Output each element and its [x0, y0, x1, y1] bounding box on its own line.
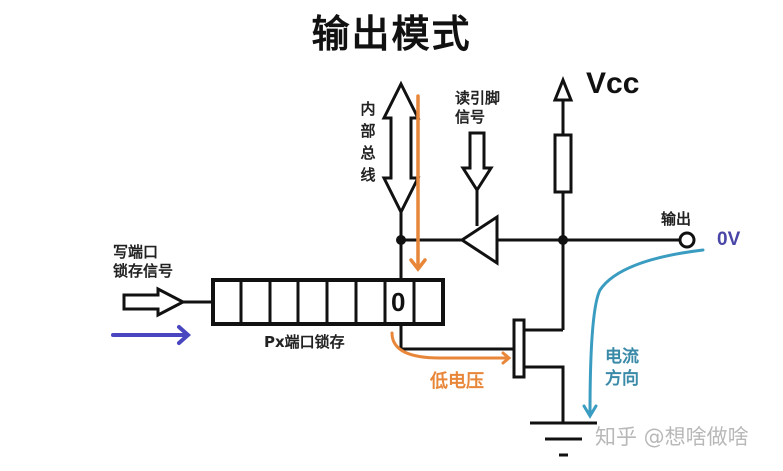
latch-name-label: Px端口锁存 [264, 333, 345, 351]
output-junction-dot [558, 235, 568, 245]
gate-wire [399, 324, 514, 351]
watermark: 知乎 @想啥做啥 [595, 425, 749, 449]
current-direction-label-line2: 方向 [605, 369, 639, 389]
ground-icon [530, 421, 597, 457]
nmos-transistor-gate [512, 318, 526, 379]
output-label: 输出 [661, 210, 692, 228]
vcc-arrow-icon [552, 75, 574, 102]
read-pin-signal-label-line1: 读引脚 [455, 89, 501, 107]
latch-bit-value: 0 [391, 287, 406, 317]
orange-low-voltage-arrow-icon [390, 331, 512, 365]
output-pin-icon [678, 231, 696, 249]
port-latch-register [211, 278, 445, 326]
transistor-source-wire [524, 365, 565, 423]
current-direction-arrow-icon [582, 248, 705, 419]
write-direction-arrow-icon [111, 325, 192, 345]
write-latch-label-line2: 锁存信号 [113, 262, 174, 280]
write-latch-signal-arrow-icon [122, 286, 187, 318]
vcc-label: Vcc [586, 67, 640, 100]
orange-bus-arrow-icon [409, 94, 427, 272]
internal-bus-arrow-icon [381, 80, 421, 216]
internal-bus-label: 内部总线 [360, 100, 376, 184]
write-latch-label-line1: 写端口 [113, 243, 159, 261]
current-direction-label-line1: 电流 [605, 347, 639, 367]
output-voltage-label: 0V [717, 229, 741, 250]
diagram-title: 输出模式 [311, 12, 472, 56]
low-voltage-label: 低电压 [430, 371, 484, 392]
read-buffer-icon [459, 214, 499, 266]
read-pin-signal-arrow-icon [460, 131, 494, 193]
read-pin-signal-label-line2: 信号 [455, 108, 486, 126]
pullup-resistor [553, 133, 573, 194]
